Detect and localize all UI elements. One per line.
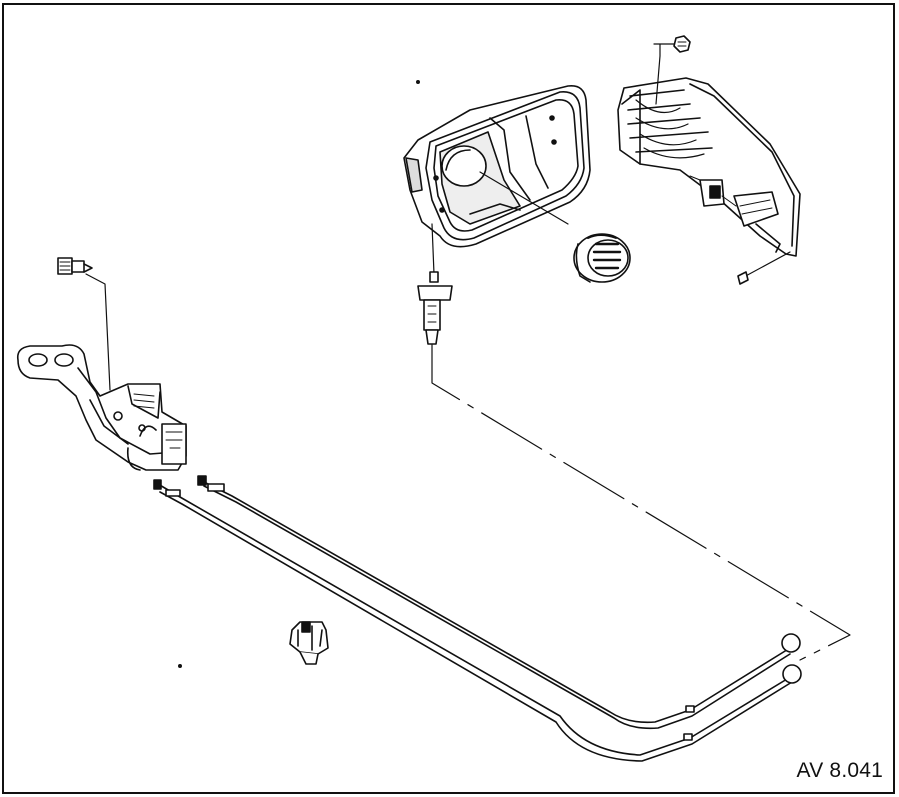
cable-upper-end-knob xyxy=(781,633,801,653)
flap-nut xyxy=(653,35,691,105)
bolt xyxy=(57,257,111,391)
cable-upper xyxy=(197,475,791,730)
cable-lower-end-knob xyxy=(782,664,802,684)
diagram-frame xyxy=(2,3,895,794)
reference-code: AV 8.041 xyxy=(796,759,883,782)
fuel-filler-housing xyxy=(403,84,591,248)
scan-dot xyxy=(178,663,183,668)
cable-clip xyxy=(289,621,329,665)
release-lever-assembly xyxy=(16,344,187,471)
cable-lower xyxy=(153,479,793,762)
latch-actuator xyxy=(417,223,453,345)
filler-door-flap xyxy=(617,77,801,257)
routing-leader-line xyxy=(431,344,851,661)
flap-screw xyxy=(737,251,791,285)
filler-cap xyxy=(573,233,631,283)
scan-dot xyxy=(415,80,420,85)
